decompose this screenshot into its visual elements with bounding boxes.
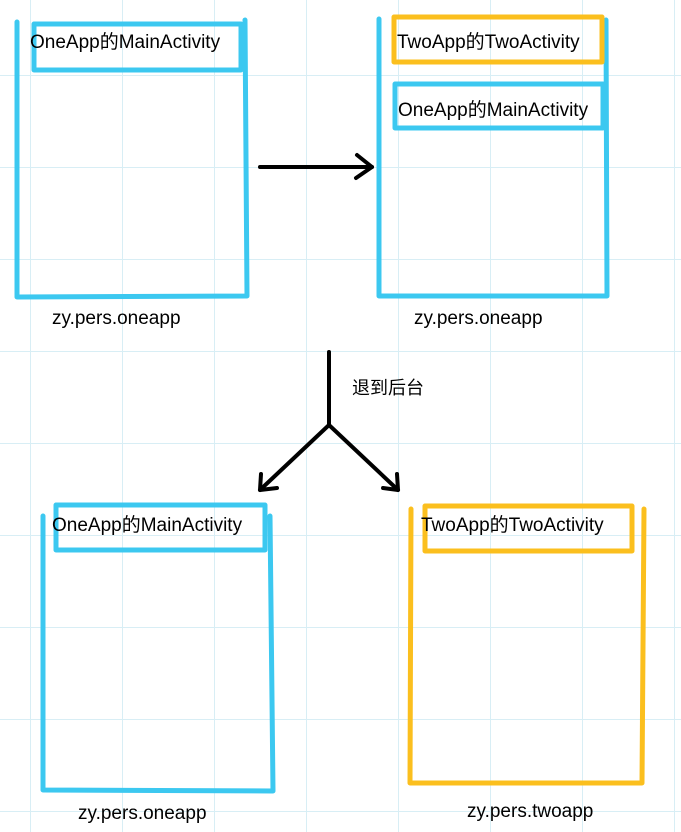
task-stack-bottom-right xyxy=(407,506,647,786)
activity-label-bottom-left: OneApp的MainActivity xyxy=(52,515,243,536)
activity-box-top-right-lower xyxy=(392,81,606,131)
activity-box-bottom-right xyxy=(422,503,635,554)
package-label-bottom-left: zy.pers.oneapp xyxy=(78,803,207,824)
arrow-split xyxy=(258,350,400,492)
package-label-bottom-right: zy.pers.twoapp xyxy=(467,801,594,822)
arrow-right xyxy=(258,153,374,180)
task-stack-top-left xyxy=(14,17,250,300)
background-note: 退到后台 xyxy=(352,378,424,398)
package-label-top-left: zy.pers.oneapp xyxy=(52,308,181,329)
activity-box-bottom-left xyxy=(53,502,268,553)
activity-box-top-left xyxy=(31,21,244,73)
activity-label-top-left: OneApp的MainActivity xyxy=(30,32,221,53)
activity-label-bottom-right: TwoApp的TwoActivity xyxy=(421,515,604,536)
activity-label-top-right-lower: OneApp的MainActivity xyxy=(398,100,589,121)
activity-label-top-right-upper: TwoApp的TwoActivity xyxy=(397,32,580,53)
task-stack-bottom-left xyxy=(40,513,276,794)
package-label-top-right: zy.pers.oneapp xyxy=(414,308,543,329)
task-stack-top-right xyxy=(376,16,610,299)
activity-box-top-right-upper xyxy=(391,14,605,65)
